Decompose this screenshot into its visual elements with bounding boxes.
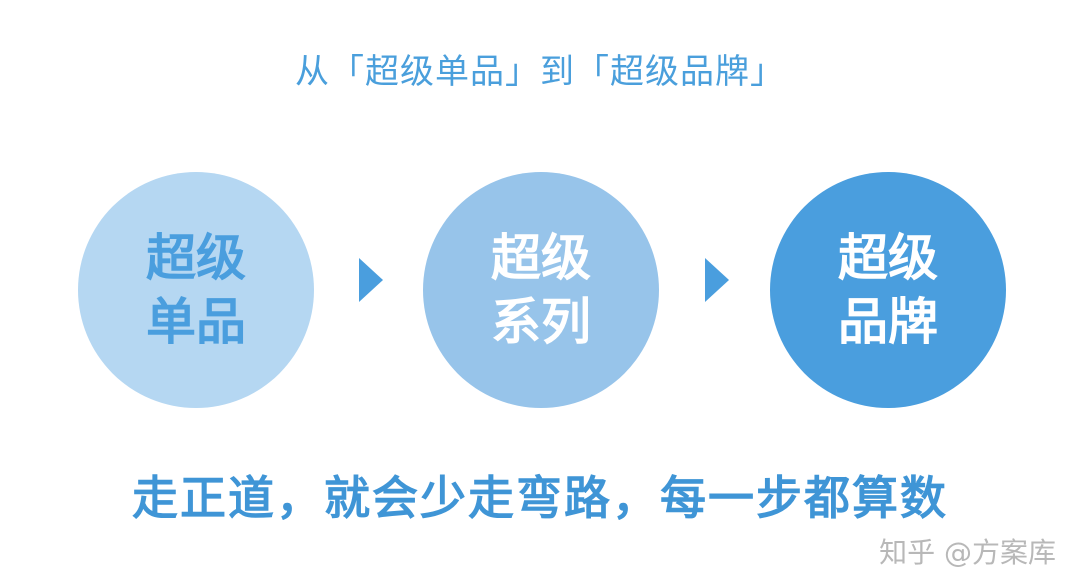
diagram-title: 从「超级单品」到「超级品牌」 [295,52,785,92]
stage-label-line2: 单品 [146,293,246,351]
stage-label-line1: 超级 [146,229,246,287]
arrow-right-icon [705,258,729,302]
watermark: 知乎 @方案库 [879,536,1056,569]
stage-label-line1: 超级 [838,229,938,287]
stage-label-line2: 品牌 [838,293,938,351]
slogan: 走正道，就会少走弯路，每一步都算数 [132,471,948,525]
stage-super-series: 超级 系列 [423,172,659,408]
stage-super-single-product: 超级 单品 [78,172,314,408]
stage-super-brand: 超级 品牌 [770,172,1006,408]
stage-label-line1: 超级 [491,229,591,287]
stage-label-line2: 系列 [491,293,591,351]
arrow-right-icon [359,258,383,302]
